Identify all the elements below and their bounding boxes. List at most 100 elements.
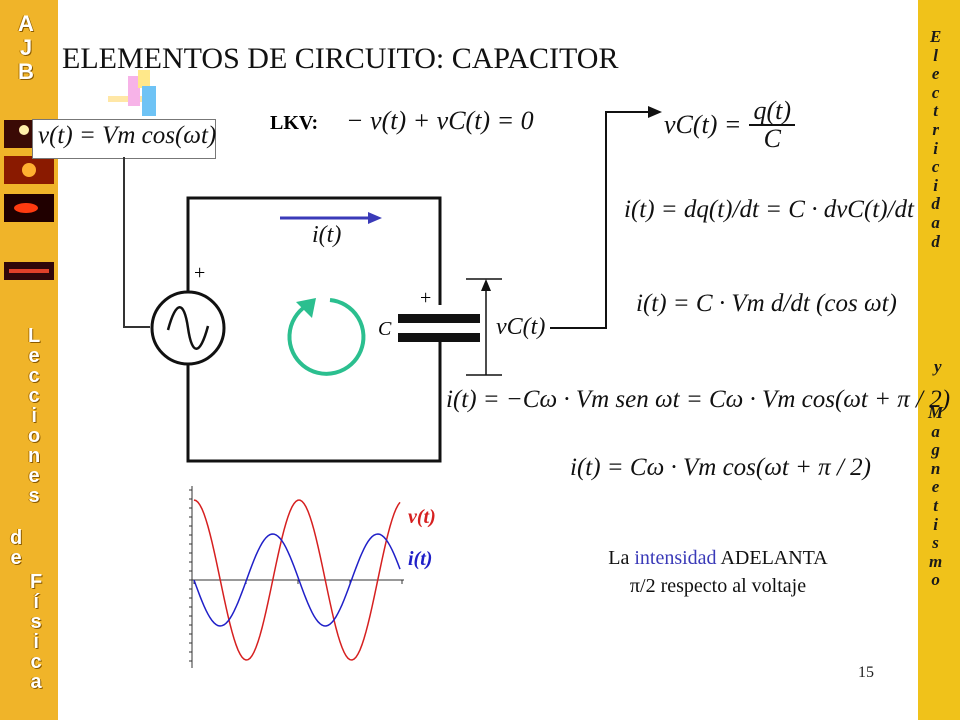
letter: c — [28, 365, 40, 387]
lkv-label: LKV: — [270, 112, 319, 134]
letter: i — [31, 405, 37, 427]
sine-glyph — [166, 306, 210, 350]
letter: o — [931, 570, 940, 590]
right-letter-y: y — [934, 357, 942, 377]
letter: a — [931, 212, 940, 232]
note-highlight: intensidad — [634, 547, 717, 569]
page-number: 15 — [858, 664, 874, 681]
letter: d — [931, 194, 940, 214]
left-letters-de: d e — [10, 528, 22, 568]
legend-v: v(t) — [408, 506, 436, 528]
letter: n — [28, 445, 41, 467]
letter: c — [931, 82, 940, 102]
current-wave — [193, 533, 401, 627]
letter: c — [28, 385, 40, 407]
waveform-plot — [189, 486, 404, 668]
denominator: C — [763, 124, 781, 153]
letter: y — [934, 357, 942, 376]
voltage-label: vC(t) — [496, 314, 546, 340]
letter: c — [931, 157, 940, 177]
plus-sign-capacitor: + — [420, 287, 432, 309]
phase-note-line1: La intensidad ADELANTA — [568, 544, 868, 572]
letter: o — [28, 425, 41, 447]
letter: B — [18, 59, 34, 84]
letter: E — [930, 27, 942, 46]
wire-source-link — [123, 157, 150, 328]
current-arrowhead — [368, 212, 382, 224]
letter: i — [933, 138, 939, 158]
letter: d — [10, 527, 23, 549]
letter: s — [30, 611, 42, 633]
lkv-equation: − v(t) + vC(t) = 0 — [346, 106, 534, 135]
source-equation: v(t) = Vm cos(ωt) — [38, 122, 217, 149]
plus-sign-source: + — [194, 262, 206, 284]
letter: t — [933, 495, 938, 515]
wire-arrowhead — [648, 106, 662, 118]
letter: r — [932, 119, 939, 139]
capacitor-label: C — [378, 318, 392, 340]
letter: s — [932, 533, 939, 553]
letter: a — [30, 671, 42, 693]
note-text: ADELANTA — [716, 547, 828, 569]
letter: i — [933, 514, 938, 534]
letter: A — [18, 11, 34, 36]
letter: d — [931, 231, 940, 251]
numerator: q(t) — [749, 98, 796, 126]
note-text: La — [608, 547, 635, 569]
letter: e — [28, 465, 40, 487]
letter: i — [33, 631, 39, 653]
decoration — [128, 76, 140, 106]
equation-current-sen: i(t) = −Cω · Vm sen ωt = Cω · Vm cos(ωt … — [446, 386, 951, 413]
decoration — [108, 96, 142, 102]
letter: í — [33, 591, 39, 613]
slide-title: ELEMENTOS DE CIRCUITO: CAPACITOR — [62, 42, 619, 75]
equation-current-cos: i(t) = C · Vm d/dt (cos ωt) — [636, 290, 897, 317]
phase-note-line2: π/2 respecto al voltaje — [629, 575, 807, 597]
letter: t — [933, 101, 939, 121]
circular-arrowhead — [296, 298, 316, 318]
right-letters-magnetismo: M a g n e t i s m o — [928, 403, 944, 590]
photo-thumbnail-2 — [4, 156, 54, 184]
letter: l — [933, 45, 939, 65]
voltage-arrowhead — [481, 279, 491, 291]
left-letters-fisica: F í s i c a — [30, 572, 42, 692]
left-letters-lecciones: L e c c i o n e s — [28, 326, 40, 506]
circular-arrow — [287, 298, 366, 376]
capacitor-plate-top — [398, 314, 480, 323]
equation-vc-lhs: vC(t) = — [664, 110, 742, 139]
letter: F — [30, 571, 43, 593]
equation-vc: vC(t) = q(t) C — [664, 98, 796, 153]
current-label: i(t) — [312, 222, 342, 248]
equation-current-result: i(t) = Cω · Vm cos(ωt + π / 2) — [570, 454, 871, 481]
letter: e — [931, 64, 940, 84]
letter: s — [28, 485, 40, 507]
letter: M — [928, 403, 944, 422]
decoration — [142, 86, 156, 116]
letter: J — [19, 35, 33, 60]
photo-thumbnail-4 — [4, 262, 54, 280]
source-equation-box — [32, 119, 216, 159]
letter: e — [28, 345, 40, 367]
right-letters-electricidad: E l e c t r i c i d a d — [930, 27, 942, 251]
capacitor-plate-bottom — [398, 333, 480, 342]
photo-thumbnail-3 — [4, 194, 54, 222]
letter: a — [931, 421, 940, 441]
fraction: q(t) C — [749, 98, 796, 153]
letter: e — [931, 477, 940, 497]
voltage-wave — [193, 499, 401, 661]
letter: n — [930, 458, 941, 478]
letter: e — [10, 547, 22, 569]
right-sidebar — [918, 0, 960, 720]
letter: g — [931, 440, 940, 460]
left-letters-ajb: A J B — [18, 12, 34, 84]
letter: m — [928, 551, 943, 571]
decoration — [138, 70, 150, 88]
letter: i — [933, 175, 939, 195]
legend-i: i(t) — [408, 548, 433, 570]
phase-note: La intensidad ADELANTA π/2 respecto al v… — [568, 544, 868, 600]
equation-current-derivative: i(t) = dq(t)/dt = C · dvC(t)/dt — [624, 196, 914, 223]
letter: c — [30, 651, 42, 673]
letter: L — [28, 325, 41, 347]
wire-to-vc-equation — [550, 111, 650, 329]
